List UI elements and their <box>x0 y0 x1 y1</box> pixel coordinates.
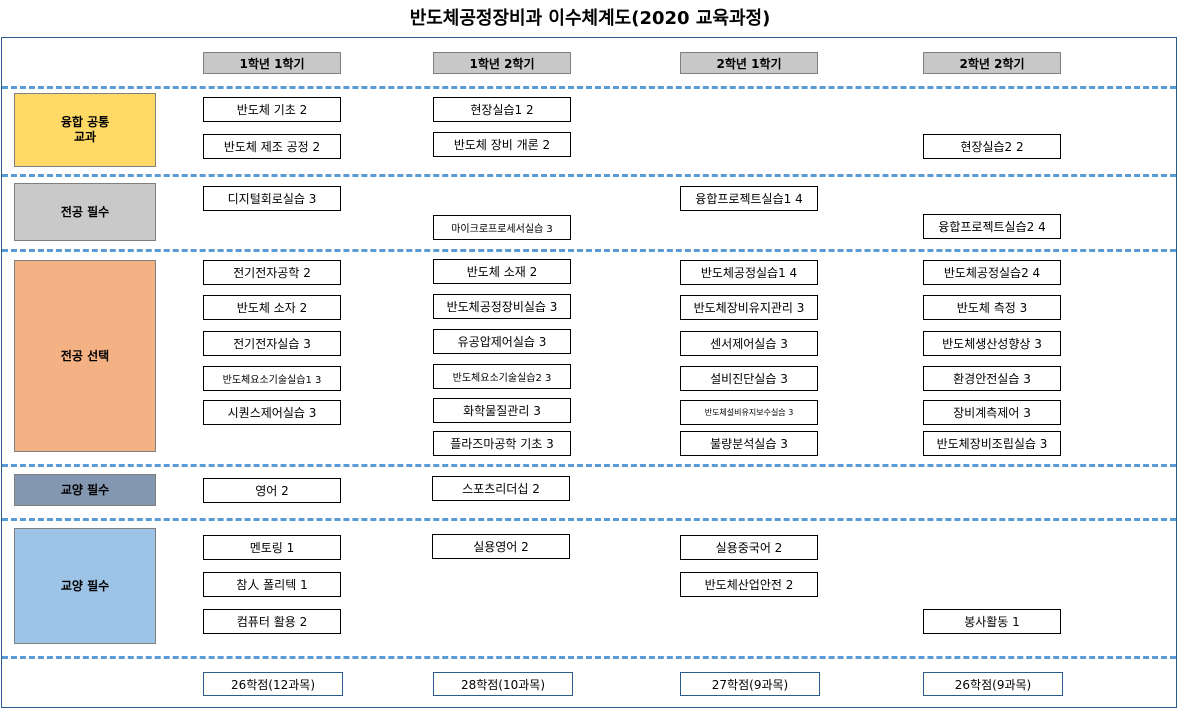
course-box: 장비계측제어 3 <box>923 400 1061 425</box>
course-box: 환경안전실습 3 <box>923 366 1061 391</box>
category-major-elective: 전공 선택 <box>14 260 156 452</box>
course-box: 불량분석실습 3 <box>680 431 818 456</box>
row-divider <box>2 86 1176 89</box>
course-box: 실용중국어 2 <box>680 535 818 560</box>
course-box: 컴퓨터 활용 2 <box>203 609 341 634</box>
credit-total: 26학점(12과목) <box>203 672 343 696</box>
course-box: 전기전자실습 3 <box>203 331 341 356</box>
course-box: 현장실습2 2 <box>923 134 1061 159</box>
row-divider <box>2 249 1176 252</box>
course-box: 영어 2 <box>203 478 341 503</box>
semester-header: 2학년 1학기 <box>680 52 818 74</box>
credit-total: 27학점(9과목) <box>680 672 820 696</box>
category-general-required-2: 교양 필수 <box>14 528 156 644</box>
course-box: 융합프로젝트실습2 4 <box>923 214 1061 239</box>
course-box: 반도체 장비 개론 2 <box>433 132 571 157</box>
course-box: 반도체 기초 2 <box>203 97 341 122</box>
course-box: 설비진단실습 3 <box>680 366 818 391</box>
row-divider <box>2 518 1176 521</box>
row-divider <box>2 174 1176 177</box>
course-box: 시퀀스제어실습 3 <box>203 400 341 425</box>
course-box: 마이크로프로세서실습 3 <box>433 215 571 240</box>
course-box: 반도체산업안전 2 <box>680 572 818 597</box>
semester-header: 2학년 2학기 <box>923 52 1061 74</box>
semester-header: 1학년 2학기 <box>433 52 571 74</box>
course-box: 스포츠리더십 2 <box>432 476 570 501</box>
course-box: 반도체생산성향상 3 <box>923 331 1061 356</box>
course-box: 참人 폴리텍 1 <box>203 572 341 597</box>
course-box: 반도체요소기술실습2 3 <box>433 364 571 389</box>
course-box: 반도체공정장비실습 3 <box>433 294 571 319</box>
course-box: 봉사활동 1 <box>923 609 1061 634</box>
credit-total: 26학점(9과목) <box>923 672 1063 696</box>
course-box: 반도체 소재 2 <box>433 259 571 284</box>
row-divider <box>2 464 1176 467</box>
course-box: 유공압제어실습 3 <box>433 329 571 354</box>
category-convergence-common: 융합 공통 교과 <box>14 93 156 167</box>
course-box: 전기전자공학 2 <box>203 260 341 285</box>
course-box: 반도체공정실습2 4 <box>923 260 1061 285</box>
course-box: 센서제어실습 3 <box>680 331 818 356</box>
course-box: 반도체요소기술실습1 3 <box>203 366 341 391</box>
course-box: 반도체공정실습1 4 <box>680 260 818 285</box>
course-box: 반도체 소자 2 <box>203 295 341 320</box>
course-box: 멘토링 1 <box>203 535 341 560</box>
course-box: 융합프로젝트실습1 4 <box>680 186 818 211</box>
credit-total: 28학점(10과목) <box>433 672 573 696</box>
course-box: 반도체설비유지보수실습 3 <box>680 400 818 425</box>
course-box: 플라즈마공학 기초 3 <box>433 431 571 456</box>
course-box: 반도체장비조립실습 3 <box>923 431 1061 456</box>
row-divider <box>2 656 1176 659</box>
course-box: 반도체 제조 공정 2 <box>203 134 341 159</box>
course-box: 디지털회로실습 3 <box>203 186 341 211</box>
course-box: 실용영어 2 <box>432 534 570 559</box>
curriculum-frame <box>1 37 1177 708</box>
course-box: 반도체 측정 3 <box>923 295 1061 320</box>
course-box: 현장실습1 2 <box>433 97 571 122</box>
semester-header: 1학년 1학기 <box>203 52 341 74</box>
course-box: 반도체장비유지관리 3 <box>680 295 818 320</box>
course-box: 화학물질관리 3 <box>433 398 571 423</box>
category-major-required: 전공 필수 <box>14 183 156 241</box>
category-general-required: 교양 필수 <box>14 474 156 506</box>
page-title: 반도체공정장비과 이수체계도(2020 교육과정) <box>409 8 771 29</box>
